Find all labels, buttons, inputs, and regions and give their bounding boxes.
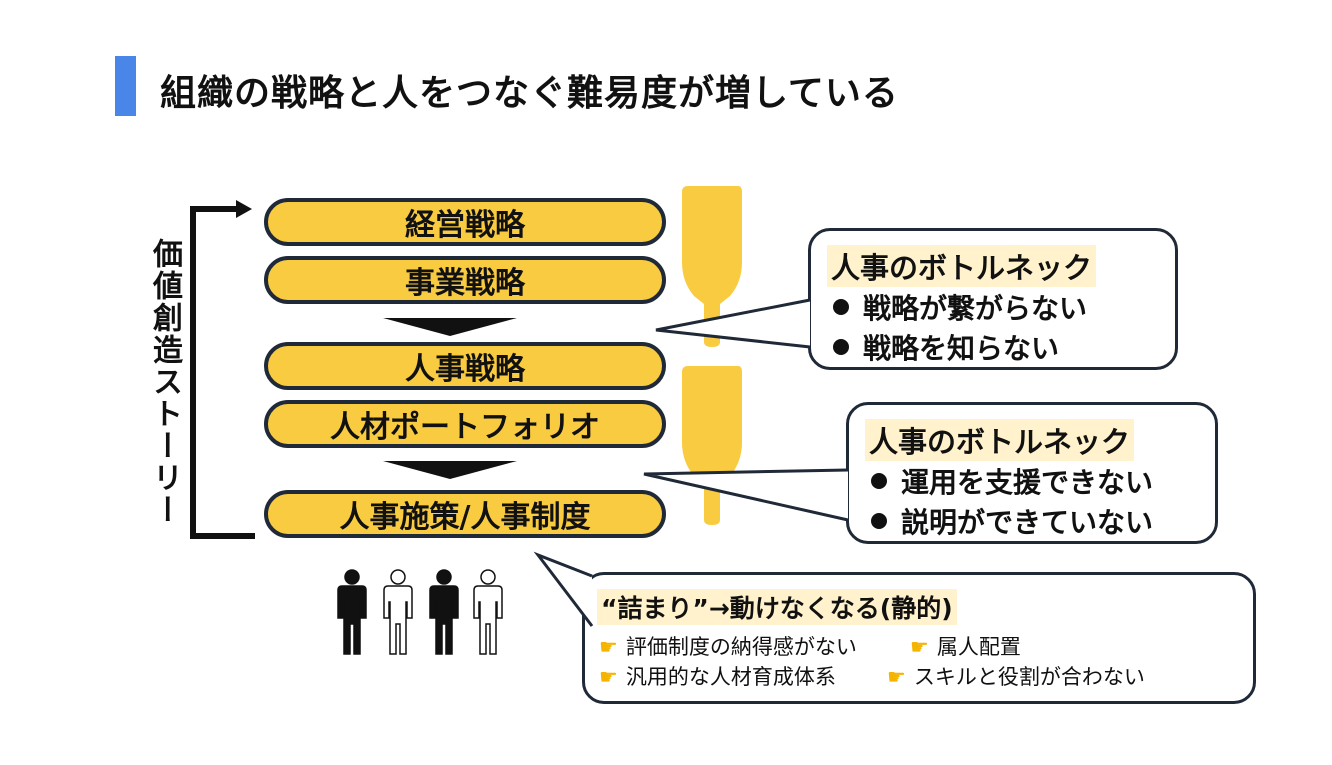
person-icon (337, 569, 367, 655)
person-icon (473, 569, 503, 655)
step-management-strategy: 経営戦略 (264, 198, 666, 246)
value-story-bracket (190, 206, 255, 539)
bottleneck-bubble-2: 人事のボトルネック 運用を支援できない 説明ができていない (846, 402, 1218, 544)
step-hr-measures: 人事施策/人事制度 (264, 490, 666, 538)
list-item: ☛ 属人配置 (910, 631, 1021, 661)
title-accent-bar (115, 56, 136, 116)
bullet-text: 説明ができていない (901, 506, 1154, 539)
hand-pointing-icon: ☛ (599, 635, 618, 659)
list-item: ☛ 汎用的な人材育成体系 (599, 661, 836, 691)
bottleneck-bubble-1: 人事のボトルネック 戦略が繋がらない 戦略を知らない (808, 228, 1178, 370)
vertical-label: 価値創造ストーリー (147, 238, 182, 526)
list-item: 戦略を知らない (833, 327, 1059, 367)
bullet-icon (833, 299, 849, 315)
list-item: 戦略が繋がらない (833, 287, 1087, 327)
people-group (337, 569, 503, 655)
person-icon (429, 569, 459, 655)
step-talent-portfolio: 人材ポートフォリオ (264, 400, 666, 448)
bullet-icon (833, 339, 849, 355)
bullet-icon (871, 473, 887, 489)
step-business-strategy: 事業戦略 (264, 256, 666, 304)
bracket-arrowhead (236, 200, 252, 218)
list-item: ☛ スキルと役割が合わない (887, 661, 1145, 691)
bullet-icon (871, 513, 887, 529)
hand-pointing-icon: ☛ (599, 665, 618, 689)
note-text: 属人配置 (936, 635, 1021, 659)
bottle-icon-2 (682, 366, 742, 525)
stuck-note-bubble: “詰まり”→動けなくなる(静的) ☛ 評価制度の納得感がない ☛ 属人配置 ☛ 汎用的… (582, 572, 1256, 704)
bullet-text: 運用を支援できない (901, 466, 1154, 499)
down-arrow-2 (383, 461, 517, 479)
note-text: スキルと役割が合わない (913, 665, 1145, 689)
down-arrow-1 (383, 318, 517, 336)
bullet-text: 戦略を知らない (863, 332, 1060, 365)
bottleneck-heading: 人事のボトルネック (827, 245, 1097, 287)
list-item: 運用を支援できない (871, 461, 1153, 501)
bottle-icon-1 (682, 186, 742, 347)
bullet-text: 戦略が繋がらない (863, 292, 1088, 325)
step-hr-strategy: 人事戦略 (264, 342, 666, 390)
list-item: ☛ 評価制度の納得感がない (599, 631, 857, 661)
hand-pointing-icon: ☛ (910, 635, 929, 659)
hand-pointing-icon: ☛ (887, 665, 906, 689)
person-icon (383, 569, 413, 655)
note-text: 汎用的な人材育成体系 (625, 665, 836, 689)
list-item: 説明ができていない (871, 501, 1153, 541)
stuck-note-heading: “詰まり”→動けなくなる(静的) (597, 589, 957, 625)
bottleneck-heading: 人事のボトルネック (865, 419, 1135, 461)
callout-tail-1 (656, 300, 810, 347)
page-title: 組織の戦略と人をつなぐ難易度が増している (160, 73, 899, 114)
note-text: 評価制度の納得感がない (625, 635, 857, 659)
